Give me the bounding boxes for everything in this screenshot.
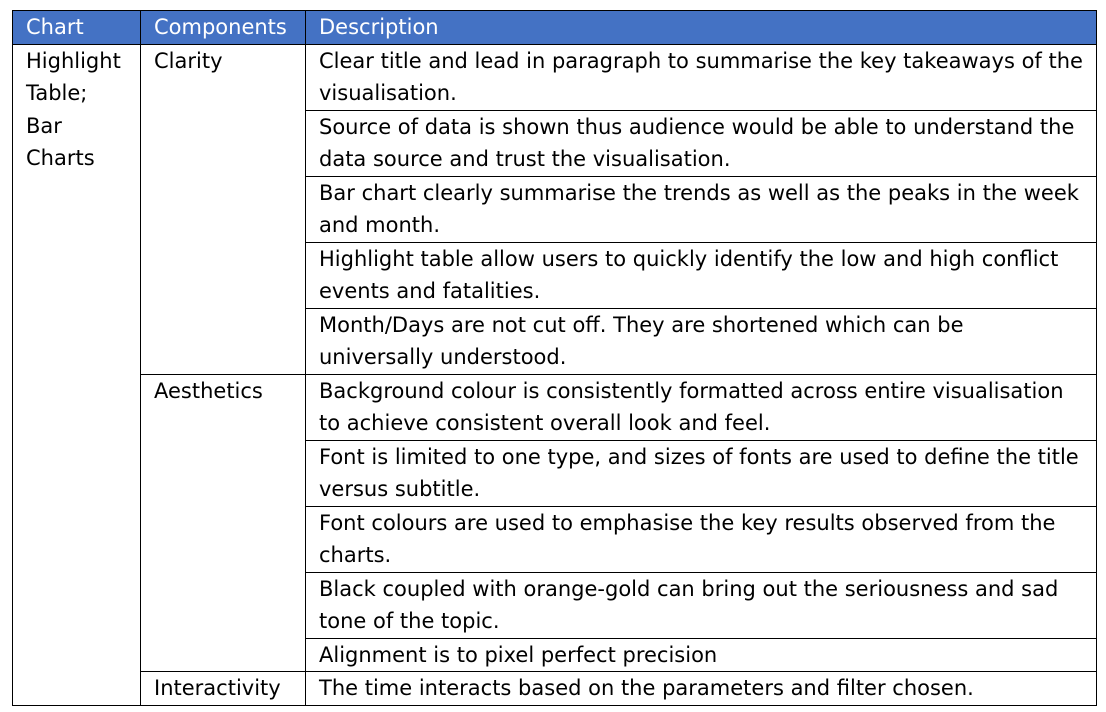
description-cell: Background colour is consistently format…	[305, 373, 1097, 441]
table-row: Highlight Table; Bar Charts Clarity Clea…	[12, 43, 1097, 706]
table-row: Aesthetics Background colour is consiste…	[13, 373, 1097, 672]
component-cell-interactivity: Interactivity	[140, 671, 306, 706]
chart-type-cell: Highlight Table; Bar Charts	[12, 43, 141, 706]
description-cell: Font colours are used to emphasise the k…	[305, 505, 1097, 573]
description-cell: Font is limited to one type, and sizes o…	[305, 439, 1097, 507]
component-cell-aesthetics: Aesthetics	[140, 373, 306, 672]
table-header: Chart Components Description	[12, 10, 1097, 45]
header-description: Description	[305, 10, 1097, 45]
description-cell: Bar chart clearly summarise the trends a…	[305, 175, 1097, 243]
description-cell: The time interacts based on the paramete…	[305, 671, 1097, 706]
table-body: Highlight Table; Bar Charts Clarity Clea…	[12, 43, 1097, 706]
table-row: Interactivity The time interacts based o…	[13, 671, 1097, 706]
description-cell: Highlight table allow users to quickly i…	[305, 241, 1097, 309]
header-chart: Chart	[12, 10, 141, 45]
table-row: Alignment is to pixel perfect precision	[13, 637, 1097, 672]
description-cell: Month/Days are not cut off. They are sho…	[305, 307, 1097, 375]
evaluation-table: Chart Components Description Highlight T…	[12, 10, 1097, 706]
description-cell: Clear title and lead in paragraph to sum…	[305, 43, 1097, 111]
table-row: Month/Days are not cut off. They are sho…	[13, 307, 1097, 375]
table-row: Font colours are used to emphasise the k…	[13, 505, 1097, 573]
table-row: Black coupled with orange-gold can bring…	[13, 571, 1097, 639]
table-row: Highlight table allow users to quickly i…	[13, 241, 1097, 309]
description-cell: Alignment is to pixel perfect precision	[305, 637, 1097, 672]
header-row: Chart Components Description	[12, 10, 1097, 45]
description-cell: Black coupled with orange-gold can bring…	[305, 571, 1097, 639]
table-row: Source of data is shown thus audience wo…	[13, 109, 1097, 177]
description-cell: Source of data is shown thus audience wo…	[305, 109, 1097, 177]
header-components: Components	[140, 10, 306, 45]
component-cell-clarity: Clarity	[140, 43, 306, 375]
table-row: Font is limited to one type, and sizes o…	[13, 439, 1097, 507]
